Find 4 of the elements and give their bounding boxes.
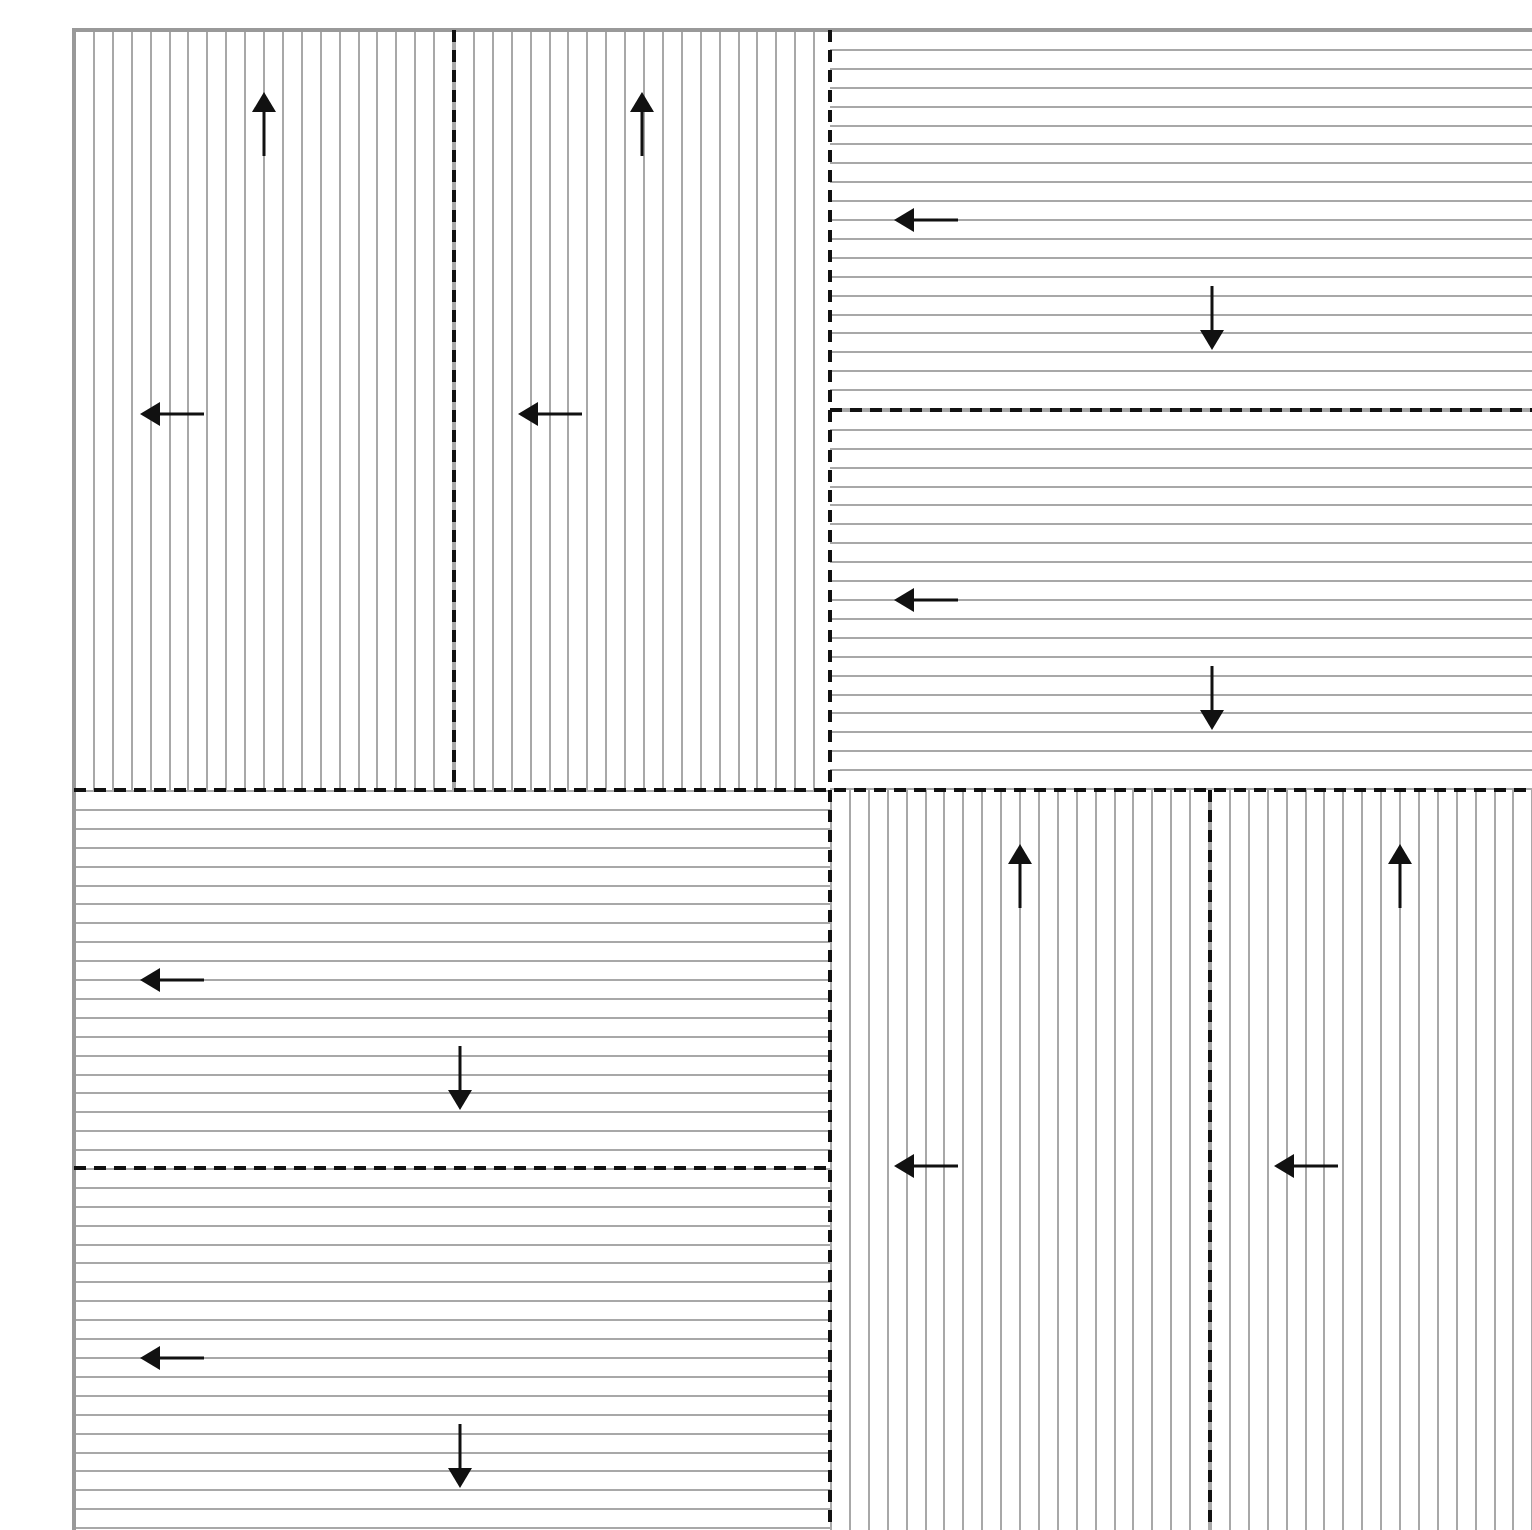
striped-panel [1210,790,1532,1530]
striped-panel [830,790,1210,1530]
striped-panel [74,1168,830,1530]
striped-panel [830,410,1532,790]
